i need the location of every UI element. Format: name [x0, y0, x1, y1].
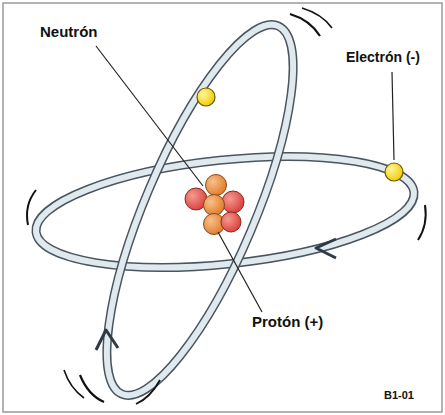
part-label: Protón (+) — [252, 314, 323, 331]
leader-line — [218, 232, 262, 312]
electron — [385, 163, 403, 181]
orbit-band — [31, 140, 420, 283]
orbit-outline — [31, 140, 420, 283]
leader-line — [392, 72, 394, 160]
motion-line — [64, 370, 84, 398]
part-label: Electrón (-) — [346, 50, 420, 65]
orbit-band — [71, 4, 329, 415]
motion-line — [418, 205, 426, 240]
neutron — [206, 175, 227, 196]
leader-line — [96, 46, 203, 186]
motion-line — [290, 14, 320, 36]
neutron — [204, 195, 225, 216]
proton — [221, 212, 241, 232]
motion-line — [27, 190, 36, 225]
electron — [197, 88, 215, 106]
proton — [222, 191, 244, 213]
part-label: Neutrón — [40, 24, 98, 41]
orbit-arrow — [96, 330, 118, 350]
orbit-arrow — [316, 239, 336, 258]
figure-code: B1-01 — [384, 389, 414, 401]
orbit-outline — [71, 4, 329, 415]
motion-line — [302, 8, 332, 28]
motion-line — [136, 380, 160, 404]
